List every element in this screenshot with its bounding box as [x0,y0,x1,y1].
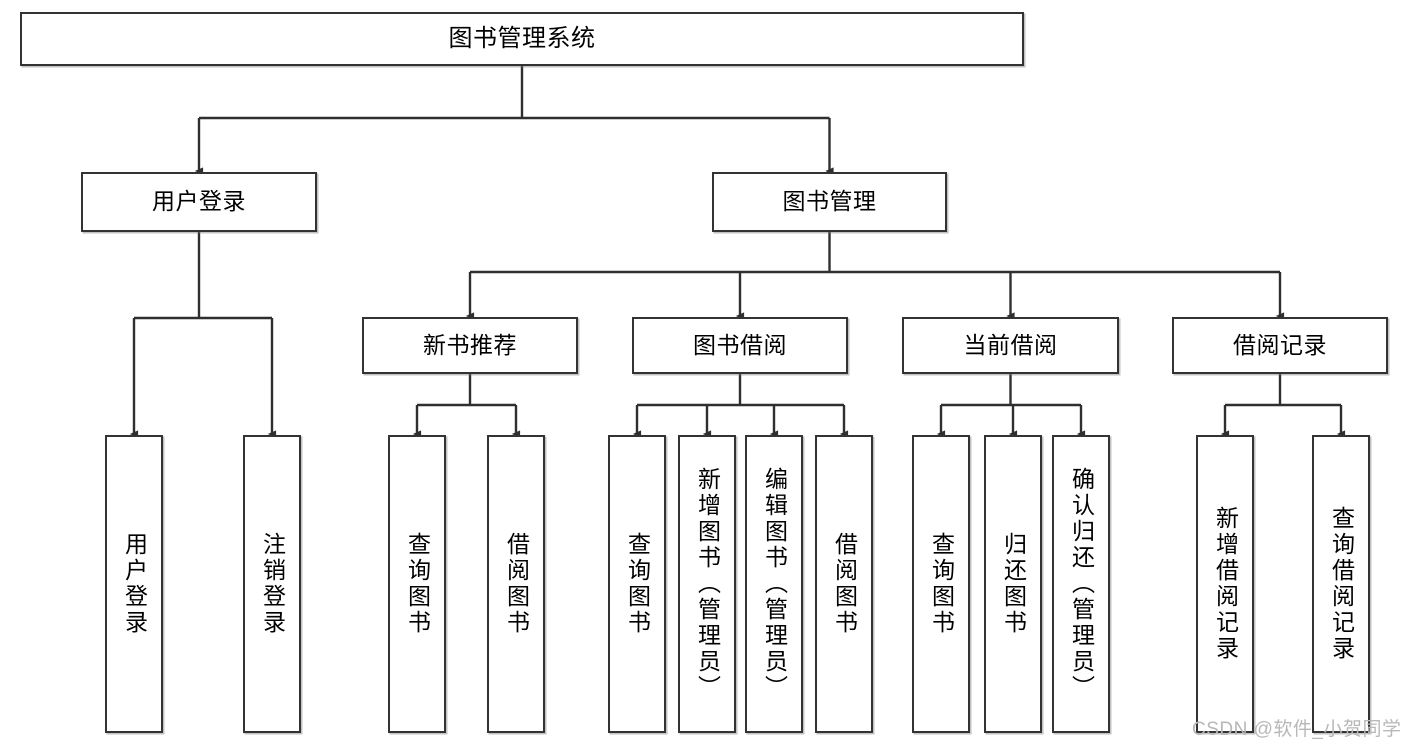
node-leaf-logout[interactable]: 注销登录 [243,435,301,733]
node-new-book-rec[interactable]: 新书推荐 [362,317,578,374]
node-leaf-borrow-book-1[interactable]: 借阅图书 [487,435,545,733]
node-leaf-return-book[interactable]: 归还图书 [984,435,1042,733]
node-label: 图书借阅 [693,331,787,358]
node-label: 查询借阅记录 [1328,506,1355,662]
node-book-manage[interactable]: 图书管理 [712,172,947,232]
node-leaf-add-record[interactable]: 新增借阅记录 [1196,435,1254,733]
node-label: 编辑图书（管理员） [761,467,788,701]
node-leaf-query-book-1[interactable]: 查询图书 [388,435,446,733]
node-leaf-query-book-2[interactable]: 查询图书 [608,435,666,733]
node-label: 查询图书 [928,532,955,636]
node-label: 用户登录 [152,188,246,215]
node-borrow-record[interactable]: 借阅记录 [1172,317,1388,374]
node-label: 查询图书 [624,532,651,636]
node-label: 注销登录 [259,532,286,636]
node-label: 归还图书 [1000,532,1027,636]
node-user-login[interactable]: 用户登录 [81,172,317,232]
node-leaf-confirm-return[interactable]: 确认归还（管理员） [1052,435,1110,733]
node-book-borrow[interactable]: 图书借阅 [632,317,848,374]
node-leaf-query-record[interactable]: 查询借阅记录 [1312,435,1370,733]
node-leaf-borrow-book-2[interactable]: 借阅图书 [815,435,873,733]
watermark-text: CSDN @软件_小贺同学 [1192,719,1402,740]
node-label: 新增借阅记录 [1212,506,1239,662]
node-label: 借阅图书 [503,532,530,636]
node-label: 借阅记录 [1233,331,1327,358]
node-current-borrow[interactable]: 当前借阅 [902,317,1119,374]
node-label: 新增图书（管理员） [694,467,721,701]
node-leaf-query-book-3[interactable]: 查询图书 [912,435,970,733]
node-label: 新书推荐 [423,331,517,358]
node-label: 确认归还（管理员） [1068,467,1095,701]
node-label: 当前借阅 [963,331,1058,358]
node-leaf-edit-book[interactable]: 编辑图书（管理员） [745,435,803,733]
node-label: 借阅图书 [831,532,858,636]
node-label: 图书管理 [782,188,877,215]
node-label: 图书管理系统 [448,24,596,52]
node-leaf-user-login[interactable]: 用户登录 [105,435,163,733]
node-label: 用户登录 [121,532,148,636]
node-leaf-add-book[interactable]: 新增图书（管理员） [678,435,736,733]
node-root[interactable]: 图书管理系统 [20,12,1024,66]
node-label: 查询图书 [404,532,431,636]
